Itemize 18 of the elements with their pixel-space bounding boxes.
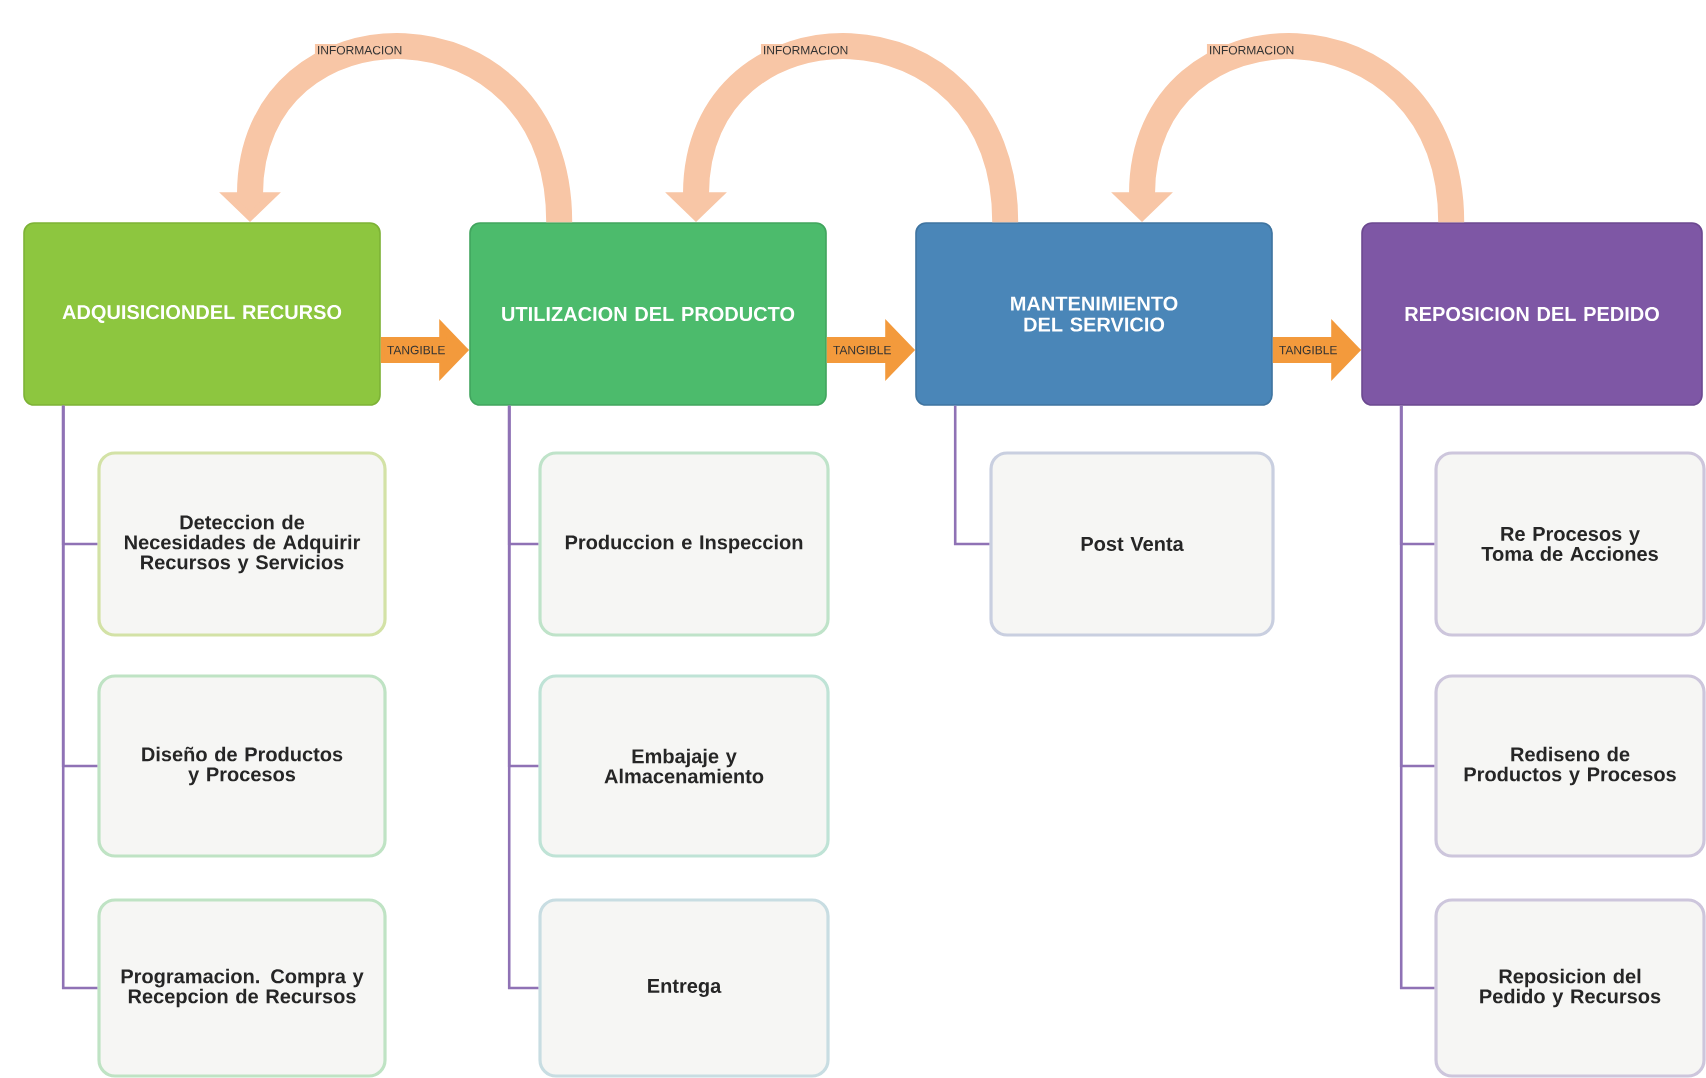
task-box: Reposicion del Pedido y Recursos	[1434, 898, 1706, 1078]
process-box: ADQUISICIONDEL RECURSO	[23, 222, 381, 406]
task-box: Programacion. Compra y Recepcion de Recursos	[97, 898, 387, 1078]
process-box: MANTENIMIENTO DEL SERVICIO	[915, 222, 1273, 406]
connector-line	[1399, 405, 1435, 990]
task-box: Rediseno de Productos y Procesos	[1434, 674, 1706, 858]
task-box: Re Procesos y Toma de Acciones	[1434, 451, 1706, 637]
connector-line	[61, 405, 98, 990]
process-box: UTILIZACION DEL PRODUCTO	[469, 222, 827, 406]
connector-line	[507, 405, 539, 990]
task-box: Diseño de Productos y Procesos	[97, 674, 387, 858]
task-box: Post Venta	[989, 451, 1275, 637]
task-box: Deteccion de Necesidades de Adquirir Recursos y Servicios	[97, 451, 387, 637]
connector-line	[953, 405, 990, 546]
task-box: Embajaje y Almacenamiento	[538, 674, 830, 858]
task-box: Entrega	[538, 898, 830, 1078]
process-box: REPOSICION DEL PEDIDO	[1361, 222, 1703, 406]
task-box: Produccion e Inspeccion	[538, 451, 830, 637]
